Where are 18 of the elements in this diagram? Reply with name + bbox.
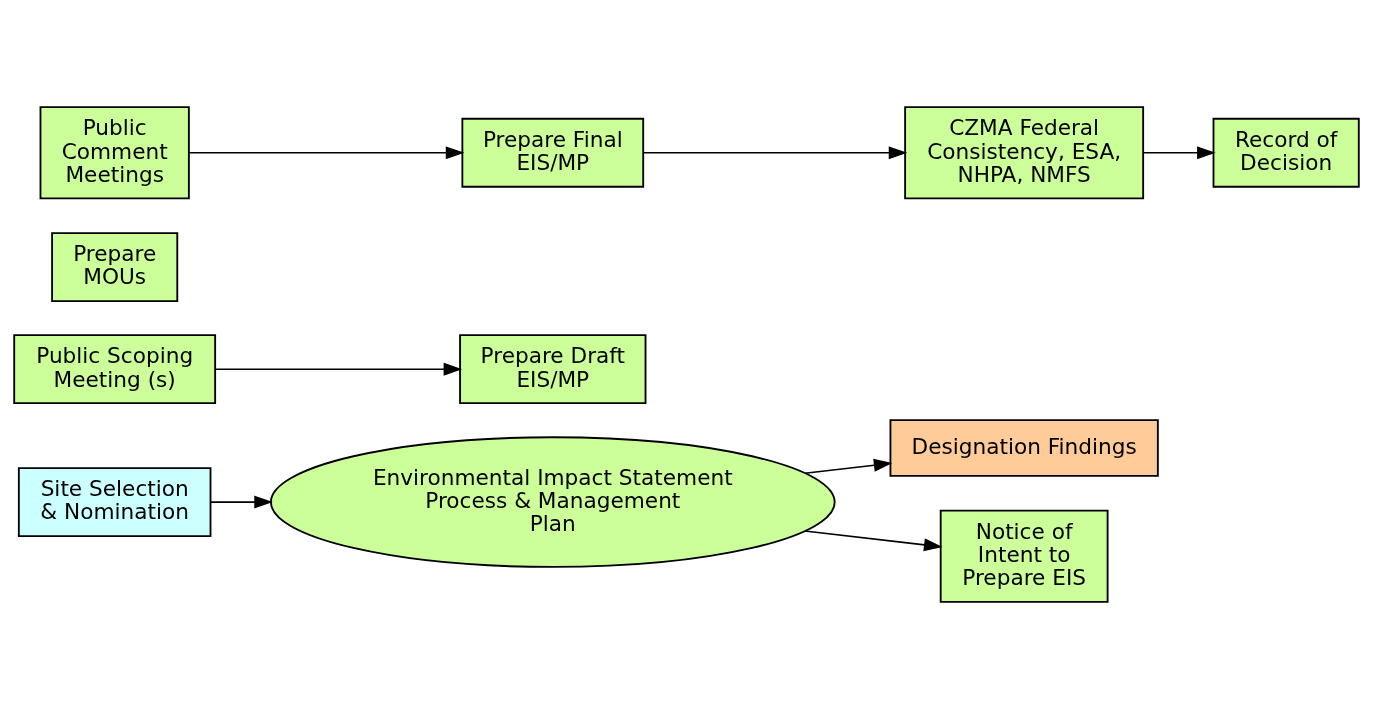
node-box: Designation Findings (889, 419, 1159, 477)
node-box: CZMA Federal Consistency, ESA, NHPA, NMFS (904, 106, 1145, 200)
arrow (804, 530, 943, 552)
node-box: Site Selection & Nomination (17, 467, 212, 538)
node-box: Public Scoping Meeting (s) (13, 334, 217, 405)
node-box: Prepare MOUs (51, 232, 179, 303)
node-box: Prepare Draft EIS/MP (459, 334, 647, 405)
arrow (209, 495, 273, 509)
node-box: Notice of Intent to Prepare EIS (939, 509, 1109, 603)
node-ellipse: Environmental Impact Statement Process & Management Plan (269, 436, 836, 568)
node-box: Public Comment Meetings (39, 106, 190, 200)
arrow (642, 146, 908, 160)
arrow (188, 146, 465, 160)
arrow (1143, 146, 1216, 160)
node-box: Record of Decision (1212, 117, 1360, 188)
node-box: Prepare Final EIS/MP (461, 117, 645, 188)
arrow (804, 458, 893, 474)
arrow (214, 362, 463, 376)
